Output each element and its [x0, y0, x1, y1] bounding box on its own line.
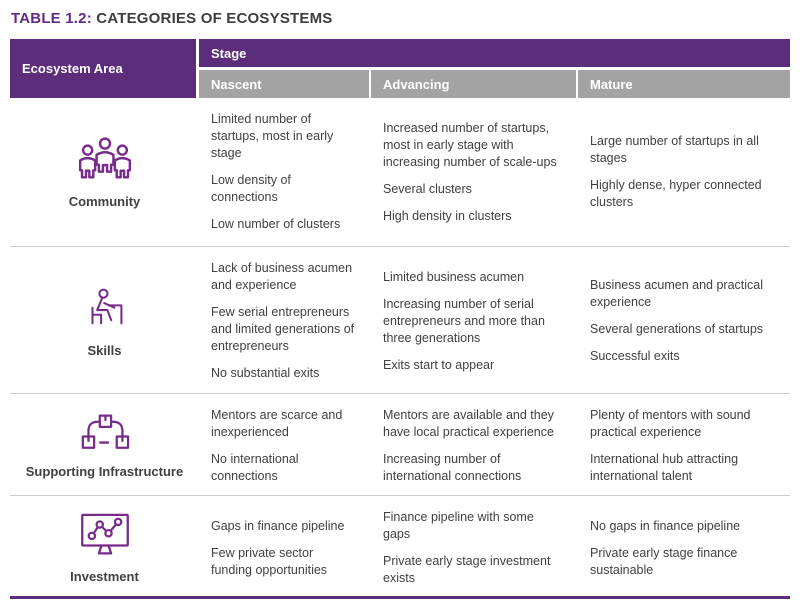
cell-infrastructure-nascent: Mentors are scarce and inexperienced No …: [199, 394, 371, 498]
cell-text: Business acumen and practical experience: [590, 278, 764, 309]
area-cell-community: Community: [10, 98, 199, 246]
table-row-skills: Skills Lack of business acumen and exper…: [10, 246, 790, 393]
cell-infrastructure-advancing: Mentors are available and they have loca…: [371, 394, 578, 498]
area-label: Community: [68, 193, 141, 209]
area-cell-skills: Skills: [10, 247, 199, 395]
cell-text: Lack of business acumen and experience: [211, 261, 353, 292]
cell-text: Private early stage finance sustainable: [590, 545, 738, 577]
cell-text: Few serial entrepreneurs and limited gen…: [211, 305, 355, 353]
area-label: Supporting Infrastructure: [25, 464, 184, 479]
cell-skills-advancing: Limited business acumen Increasing numbe…: [371, 247, 578, 395]
col-header-nascent: Nascent: [199, 67, 371, 98]
col-header-stage: Stage: [199, 39, 790, 67]
cell-text: Few private sector funding opportunities: [211, 545, 328, 577]
skills-icon: [80, 285, 130, 332]
area-cell-supporting-infrastructure: Supporting Infrastructure: [10, 394, 199, 498]
col-header-mature: Mature: [578, 67, 790, 98]
col-header-advancing: Advancing: [371, 67, 578, 98]
network-boxes-icon: [77, 413, 133, 453]
cell-community-nascent: Limited number of startups, most in earl…: [199, 98, 371, 246]
cell-text: Increasing number of serial entrepreneur…: [383, 296, 545, 345]
cell-text: Mentors are scarce and inexperienced: [211, 408, 343, 439]
cell-text: High density in clusters: [383, 208, 512, 223]
cell-text: Plenty of mentors with sound practical e…: [590, 408, 751, 439]
cell-text: Several clusters: [383, 181, 472, 196]
ecosystems-table: Ecosystem Area Stage Nascent Advancing M…: [10, 39, 790, 599]
community-icon: [75, 136, 135, 183]
cell-skills-mature: Business acumen and practical experience…: [578, 247, 790, 395]
cell-text: Low density of connections: [211, 173, 291, 204]
cell-text: Highly dense, hyper connected clusters: [590, 178, 762, 209]
cell-investment-mature: No gaps in finance pipeline Private earl…: [578, 496, 790, 600]
table-row-investment: Investment Gaps in finance pipeline Few …: [10, 495, 790, 599]
table-title-text: CATEGORIES OF ECOSYSTEMS: [96, 10, 333, 27]
cell-text: No gaps in finance pipeline: [590, 518, 741, 533]
cell-text: Limited number of startups, most in earl…: [211, 112, 334, 160]
cell-text: Increasing number of international conne…: [383, 452, 522, 483]
cell-skills-nascent: Lack of business acumen and experience F…: [199, 247, 371, 395]
monitor-graph-icon: [77, 512, 133, 558]
table-header: Ecosystem Area Stage Nascent Advancing M…: [10, 39, 790, 98]
table-title-number: TABLE 1.2:: [11, 10, 92, 27]
cell-text: Private early stage investment exists: [383, 554, 551, 585]
cell-text: Several generations of startups: [590, 322, 764, 336]
table-row-supporting-infrastructure: Supporting Infrastructure Mentors are sc…: [10, 393, 790, 495]
cell-investment-nascent: Gaps in finance pipeline Few private sec…: [199, 496, 371, 600]
cell-text: Finance pipeline with some gaps: [383, 510, 534, 541]
cell-text: Limited business acumen: [383, 269, 525, 284]
area-cell-investment: Investment: [10, 496, 199, 600]
cell-text: International hub attracting internation…: [590, 452, 739, 483]
cell-text: Increased number of startups, most in ea…: [383, 120, 557, 169]
area-label: Investment: [70, 569, 139, 584]
cell-text: Exits start to appear: [383, 357, 495, 372]
cell-text: Mentors are available and they have loca…: [383, 408, 554, 439]
cell-community-advancing: Increased number of startups, most in ea…: [371, 98, 578, 246]
cell-investment-advancing: Finance pipeline with some gaps Private …: [371, 496, 578, 600]
cell-text: No substantial exits: [211, 366, 320, 380]
col-header-ecosystem-area: Ecosystem Area: [10, 39, 199, 98]
cell-text: No international connections: [211, 452, 299, 483]
cell-text: Successful exits: [590, 349, 680, 363]
cell-community-mature: Large number of startups in all stages H…: [578, 98, 790, 246]
area-label: Skills: [87, 342, 122, 358]
cell-text: Low number of clusters: [211, 217, 341, 231]
cell-infrastructure-mature: Plenty of mentors with sound practical e…: [578, 394, 790, 498]
table-title: TABLE 1.2: CATEGORIES OF ECOSYSTEMS: [11, 10, 790, 27]
cell-text: Gaps in finance pipeline: [211, 518, 345, 533]
cell-text: Large number of startups in all stages: [590, 134, 759, 165]
table-row-community: Community Limited number of startups, mo…: [10, 98, 790, 246]
